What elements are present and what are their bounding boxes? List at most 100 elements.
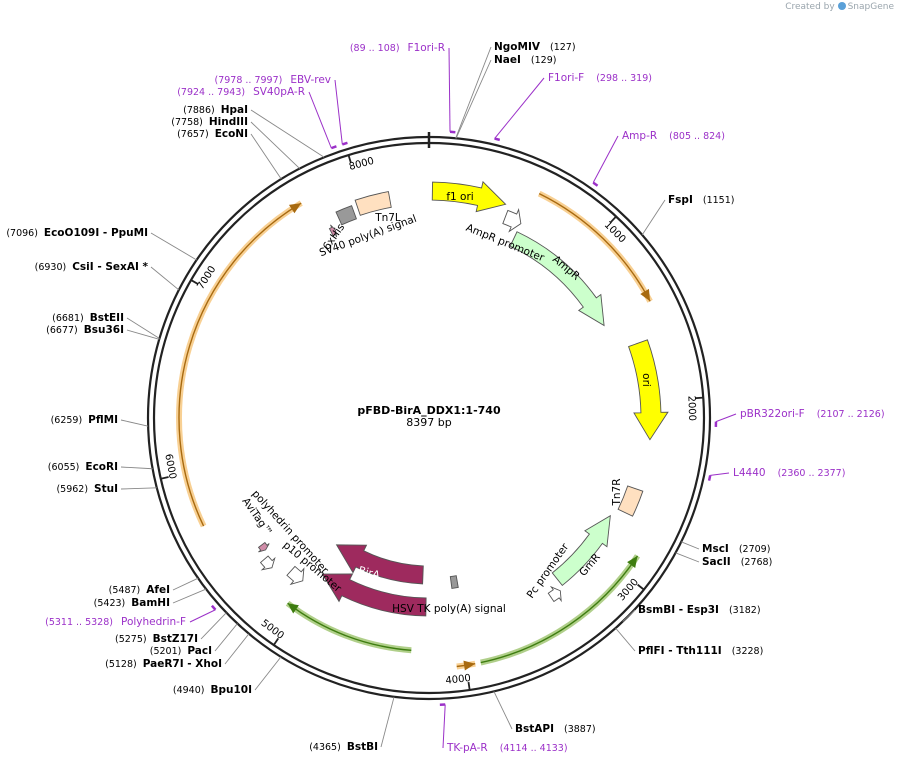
site-leader-line [120,487,157,490]
site-name-2: - PpuMI [99,227,148,239]
primer-leader-line [710,472,730,476]
site-leader-line [380,696,395,748]
primer-name: Polyhedrin-F [121,616,186,628]
primer-label-f1ori-f: F1ori-F(298 .. 319) [548,72,652,84]
site-layer: NgoMIV(127)NaeI(129)FspI(1151)MscI(2709)… [6,41,772,753]
site-name: EcoNI [215,128,248,140]
site-name: BstBI [347,741,378,753]
primer-leader-line [592,135,619,183]
tick-mark [190,279,199,285]
site-name: PflFI [638,645,665,657]
tick-label: 8000 [348,156,375,173]
site-name: PaeR7I [143,658,184,670]
site-label-fspi: FspI(1151) [668,194,734,206]
site-leader-line [455,59,492,139]
primer-leader-line [448,47,451,132]
site-coord: (3228) [732,646,764,657]
site-coord: (6681) [52,313,84,324]
site-leader-line [126,317,160,339]
site-label-naei: NaeI(129) [494,54,556,66]
site-leader-line [150,232,197,261]
primer-coord: (5311 .. 5328) [45,617,113,628]
primer-mark [707,475,712,481]
feature-p10-promoter [286,565,305,586]
orf-arc [178,202,302,527]
site-leader-line [172,577,199,591]
orf-arc [287,602,412,651]
feature-tn7l [354,191,392,216]
site-coord: (2709) [739,544,771,555]
primer-mark [330,145,337,150]
site-leader-line [254,656,282,691]
site-coord: (6259) [51,415,83,426]
site-name: StuI [94,483,118,495]
site-coord: (3887) [564,724,596,735]
site-label-ngomiv: NgoMIV (127) [494,41,576,53]
snapgene-logo-icon [837,2,846,10]
site-coord: (5487) [109,585,141,596]
site-coord: (4940) [173,685,205,696]
site-label-ecori: (6055)EcoRI [48,461,118,473]
primer-name: L4440 [733,467,766,479]
site-coord: (7096) [6,228,38,239]
site-leader-line [615,627,636,652]
feature-ampr-promoter [502,207,522,233]
site-leader-line [120,419,149,427]
plasmid-name: pFBD-BirA_DDX1:1-740 [357,404,501,417]
site-coord: (127) [550,42,576,53]
primer-leader-line [442,704,446,749]
feature-polyhedrin-promoter [259,555,276,571]
site-name-2: - Tth111I [665,645,722,657]
site-coord: (4365) [309,742,341,753]
primer-mark [341,141,348,146]
site-label-econi: (7657) EcoNI [177,128,248,140]
primer-name: pBR322ori-F [740,408,805,420]
feature-gmr [551,514,611,587]
tick-label: 2000 [685,395,697,421]
orf-arc-glow [537,190,653,303]
site-label-bstapi: BstAPI(3887) [515,723,596,735]
site-name: CsiI [72,261,93,273]
site-coord: (7657) [177,129,209,140]
tick-mark [347,154,352,163]
backbone [146,132,712,701]
watermark-prefix: Created by [785,2,835,12]
site-label-bamhi: (5423)BamHI [94,597,170,609]
tick-mark [609,215,617,223]
site-label-stui: (5962) StuI [56,483,118,495]
primer-coord: (2360 .. 2377) [778,468,846,479]
primer-label-tk-pa-r: TK-pA-R(4114 .. 4133) [446,742,568,754]
site-name-2: - XhoI [184,658,222,670]
site-name: PacI [187,645,212,657]
site-coord: (5275) [115,634,147,645]
site-label-ecoo109i: (7096)EcoO109I - PpuMI [6,227,148,239]
site-leader-line [250,109,325,158]
feature-avitag- [257,541,270,553]
primer-label-pbr322ori-f: pBR322ori-F(2107 .. 2126) [740,408,885,420]
primer-name: F1ori-F [548,72,584,84]
feature-label: f1 ori [446,191,473,203]
site-name: NgoMIV [494,41,541,53]
orf-arc [538,192,651,302]
site-name: EcoRI [85,461,118,473]
site-coord: (5128) [105,659,137,670]
tick-mark [637,583,645,591]
primer-leader-line [189,609,216,623]
tick-mark [467,681,471,691]
primer-name: EBV-rev [290,74,331,86]
primer-label-sv40pa-r: (7924 .. 7943)SV40pA-R [177,86,305,98]
site-label-hindiii: (7758)HindIII [171,116,248,128]
site-name: HpaI [221,104,248,116]
primer-label-ebv-rev: (7978 .. 7997)EBV-rev [215,74,332,86]
site-label-pflmi: (6259)PflMI [51,414,118,426]
primer-name: F1ori-R [408,42,445,54]
site-label-bsu36i: (6677)Bsu36I [46,324,124,336]
site-label-hpai: (7886)HpaI [183,104,248,116]
site-coord: (5962) [56,484,88,495]
site-leader-line [200,612,227,640]
feature-f1-ori [431,180,507,213]
site-leader-line [622,609,636,622]
site-coord: (5201) [150,646,182,657]
site-leader-line [681,541,700,550]
